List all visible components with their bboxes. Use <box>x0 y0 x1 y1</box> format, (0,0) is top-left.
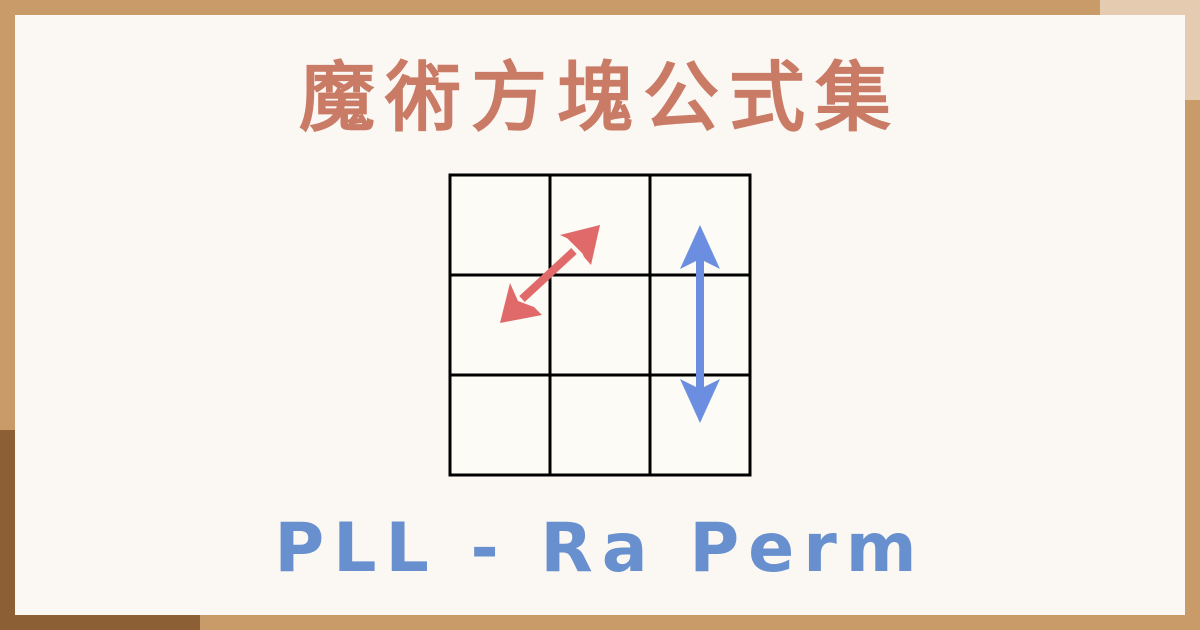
diagonal-swap-arrow-icon <box>500 225 600 323</box>
pll-diagram <box>448 173 752 477</box>
pll-case-subtitle: PLL - Ra Perm <box>274 509 926 588</box>
page-title: 魔術方塊公式集 <box>299 53 901 142</box>
decorative-corner-dark-left <box>0 430 15 630</box>
vertical-swap-arrow-icon <box>680 225 720 423</box>
cube-face-grid <box>448 173 752 477</box>
decorative-corner-dark-bottom <box>0 615 200 630</box>
